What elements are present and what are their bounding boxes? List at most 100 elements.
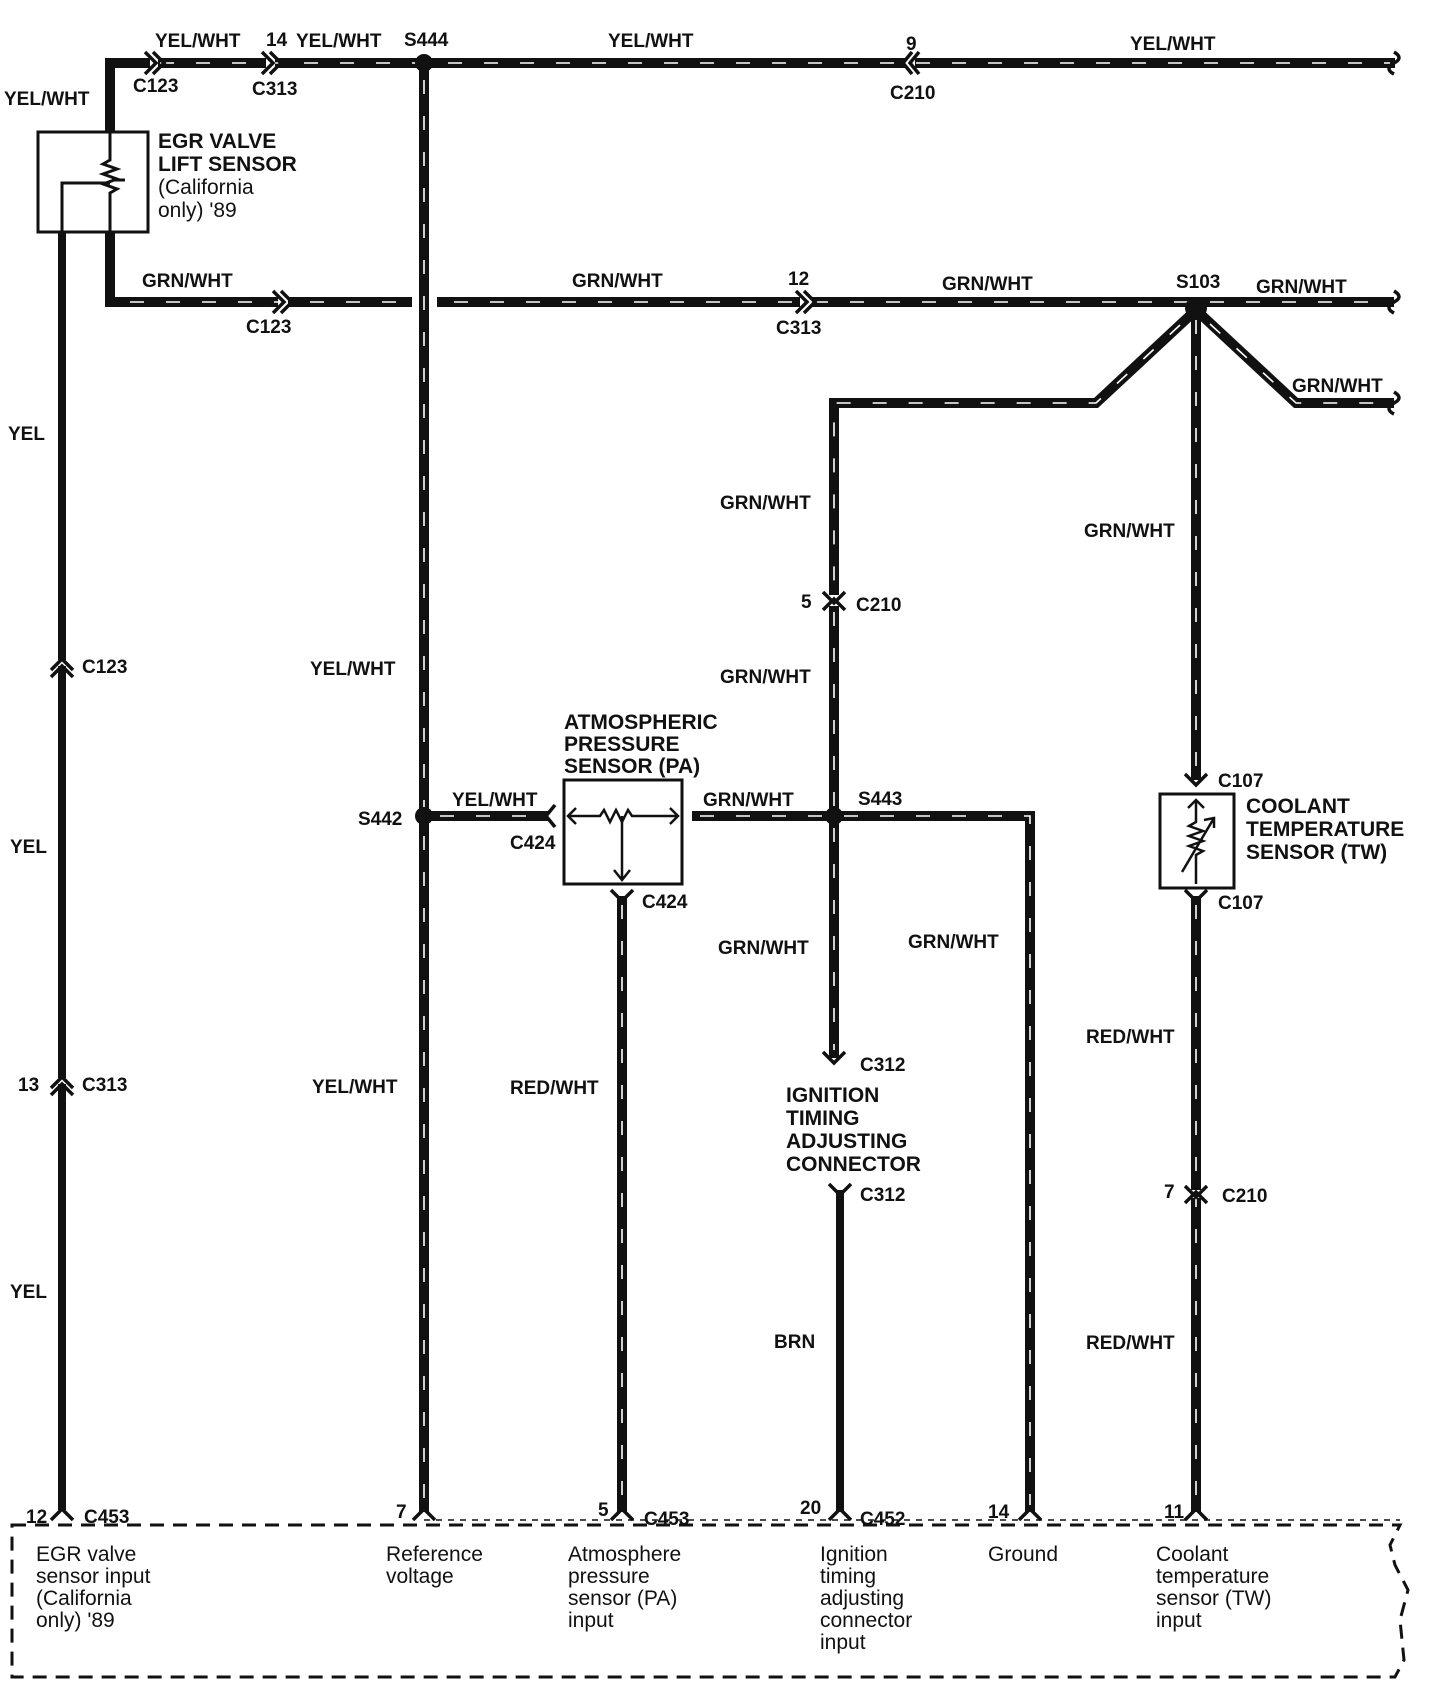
wire-pa-sensor <box>617 811 1035 1512</box>
connector-c313-left <box>49 1074 75 1097</box>
label-grn-wht-a: GRN/WHT <box>142 271 233 292</box>
label-pa-in: YEL/WHT <box>452 790 538 811</box>
pcm-desc-ref: Reference voltage <box>386 1543 483 1588</box>
svg-text:pressure: pressure <box>568 1565 650 1588</box>
wire-grn-wht-harness <box>105 232 1401 780</box>
conn-label-c313-grn: C313 <box>776 318 821 339</box>
conn-label-c313-left: C313 <box>82 1075 127 1096</box>
label-top-yel-wht-a: YEL/WHT <box>155 31 241 52</box>
wire-itac <box>829 606 844 1512</box>
connector-c123-grn <box>271 289 295 315</box>
connector-pcm-ground <box>1017 1506 1043 1522</box>
svg-text:sensor (TW): sensor (TW) <box>1156 1587 1272 1610</box>
splice-s103 <box>1185 297 1207 319</box>
label-yel-2: YEL <box>10 837 47 858</box>
svg-text:connector: connector <box>820 1609 912 1632</box>
tw-title-2: TEMPERATURE <box>1246 818 1404 841</box>
pa-title-3: SENSOR (PA) <box>564 755 700 778</box>
wire-yel-wht-reference <box>419 63 548 1512</box>
conn-label-c453-pa: C453 <box>644 1509 689 1530</box>
label-top-yel-wht-c: YEL/WHT <box>608 31 694 52</box>
splice-label-s103: S103 <box>1176 272 1220 293</box>
pin-c210-top: 9 <box>906 34 917 55</box>
svg-text:sensor (PA): sensor (PA) <box>568 1587 677 1610</box>
wire-top-yel-wht <box>105 50 1401 132</box>
label-grn-wht-b: GRN/WHT <box>572 271 663 292</box>
splice-s444 <box>415 54 433 72</box>
connector-c107-lower <box>1183 888 1209 904</box>
svg-text:sensor input: sensor input <box>36 1565 151 1588</box>
svg-text:timing: timing <box>820 1565 876 1588</box>
splice-s442 <box>415 807 433 825</box>
conn-label-c123-grn: C123 <box>246 317 291 338</box>
connector-c210-tw <box>1183 1184 1209 1205</box>
conn-label-c313-top: C313 <box>252 79 297 100</box>
pcm-desc-egr: EGR valve sensor input (California only)… <box>36 1543 151 1632</box>
pa-title-2: PRESSURE <box>564 733 680 756</box>
svg-text:temperature: temperature <box>1156 1565 1269 1588</box>
conn-label-c123-top: C123 <box>133 76 178 97</box>
connector-c313-grn <box>794 289 818 315</box>
egr-note-2: only) '89 <box>158 199 237 222</box>
conn-label-c123-left: C123 <box>82 657 127 678</box>
connector-c210-top <box>900 50 921 76</box>
label-tw-grn: GRN/WHT <box>1084 521 1175 542</box>
connector-c313-top <box>260 50 284 76</box>
connector-c123-top <box>143 50 167 76</box>
label-itac-grn-2: GRN/WHT <box>720 667 811 688</box>
svg-text:(California: (California <box>36 1587 132 1610</box>
svg-text:Reference: Reference <box>386 1543 483 1566</box>
splice-label-s443: S443 <box>858 789 902 810</box>
connector-c312-upper <box>821 1050 847 1066</box>
svg-text:input: input <box>820 1631 866 1654</box>
pcm-desc-tw: Coolant temperature sensor (TW) input <box>1156 1543 1272 1632</box>
label-top-yel-wht-d: YEL/WHT <box>1130 34 1216 55</box>
svg-text:voltage: voltage <box>386 1565 454 1588</box>
label-itac-grn-1: GRN/WHT <box>720 493 811 514</box>
conn-label-c453-left: C453 <box>84 1507 129 1528</box>
label-ref-yel-wht-1: YEL/WHT <box>310 659 396 680</box>
connector-c312-lower <box>827 1182 853 1198</box>
svg-text:Ignition: Ignition <box>820 1543 888 1566</box>
svg-text:adjusting: adjusting <box>820 1587 904 1610</box>
itac-title-1: IGNITION <box>786 1084 879 1107</box>
conn-label-c424-in: C424 <box>510 833 556 854</box>
conn-label-c210-top: C210 <box>890 83 935 104</box>
svg-text:only) '89: only) '89 <box>36 1609 115 1632</box>
pcm-desc-itac: Ignition timing adjusting connector inpu… <box>820 1543 912 1654</box>
conn-label-c210-itac: C210 <box>856 595 901 616</box>
pin-c453-left: 12 <box>26 1507 47 1528</box>
conn-label-c312-a: C312 <box>860 1055 905 1076</box>
label-grn-wht-e: GRN/WHT <box>1292 376 1383 397</box>
label-yel-3: YEL <box>10 1282 47 1303</box>
label-ground-grn: GRN/WHT <box>908 932 999 953</box>
label-pa-out: GRN/WHT <box>703 790 794 811</box>
label-grn-wht-c: GRN/WHT <box>942 274 1033 295</box>
label-pa-down: RED/WHT <box>510 1078 599 1099</box>
connector-c453-left <box>49 1506 75 1522</box>
connector-c210-itac <box>821 590 847 612</box>
svg-text:Atmosphere: Atmosphere <box>568 1543 681 1566</box>
pin-tw: 11 <box>1164 1502 1185 1523</box>
tw-title-3: SENSOR (TW) <box>1246 841 1387 864</box>
label-top-yel-wht-b: YEL/WHT <box>296 31 382 52</box>
conn-label-c312-b: C312 <box>860 1185 905 1206</box>
pa-title-1: ATMOSPHERIC <box>564 711 718 734</box>
atmospheric-pressure-sensor <box>562 778 684 886</box>
connector-c123-left <box>49 656 75 679</box>
connector-c452-itac <box>827 1506 853 1522</box>
tw-title-1: COOLANT <box>1246 795 1350 818</box>
splice-label-s444: S444 <box>404 30 449 51</box>
label-itac-brn: BRN <box>774 1332 815 1353</box>
label-itac-grn-3: GRN/WHT <box>718 938 809 959</box>
label-grn-wht-d: GRN/WHT <box>1256 277 1347 298</box>
connector-c107-upper <box>1183 772 1209 788</box>
pcm-desc-ground: Ground <box>988 1543 1058 1566</box>
itac-title-3: ADJUSTING <box>786 1130 907 1153</box>
pin-ground: 14 <box>988 1502 1010 1523</box>
connector-c424-in <box>543 803 557 829</box>
label-tw-red-1: RED/WHT <box>1086 1027 1175 1048</box>
pin-c210-tw: 7 <box>1164 1182 1175 1203</box>
egr-title-1: EGR VALVE <box>158 130 276 153</box>
